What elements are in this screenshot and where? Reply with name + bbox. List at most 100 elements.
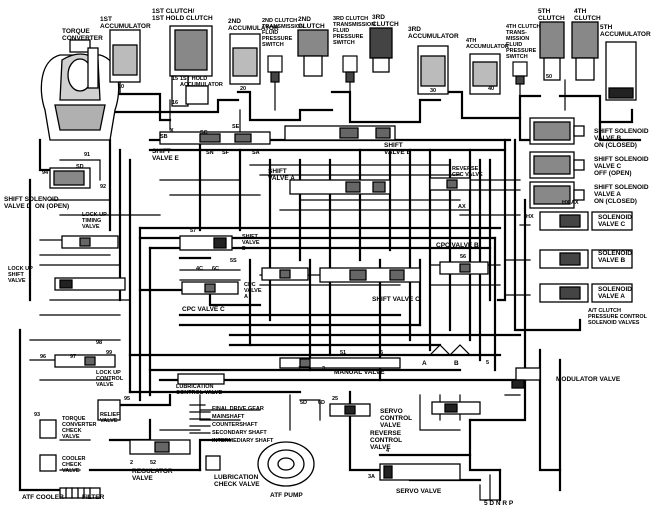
- accumulator-5th: [605, 41, 637, 101]
- label-acc-5th: 5TH ACCUMULATOR: [600, 24, 651, 38]
- port-51: 51: [340, 350, 347, 356]
- label-solenoid-b: SOLENOID VALVE B: [598, 250, 632, 264]
- label-lubrication-check: LUBRICATION CHECK VALVE: [214, 474, 260, 488]
- port-6d: 6D: [318, 400, 326, 406]
- port-92: 92: [100, 184, 107, 190]
- port-50: 50: [546, 74, 553, 80]
- port-57: 57: [190, 228, 197, 234]
- label-servo-control: SERVO CONTROL VALVE: [380, 408, 413, 429]
- atf-pump: [257, 441, 315, 487]
- label-secondary-shaft: SECONDARY SHAFT: [212, 430, 267, 436]
- port-sc: SC: [200, 130, 208, 136]
- label-sw-3rd: 3RD CLUTCH TRANSMISSION FLUID PRESSURE S…: [333, 16, 376, 46]
- label-shift-valve-e: SHIFT VALVE E: [152, 148, 179, 162]
- port-6c: 6C: [212, 266, 220, 272]
- label-reverse-control: REVERSE CONTROL VALVE: [370, 430, 403, 451]
- label-sw-2nd: 2ND CLUTCH TRANSMISSION FLUID PRESSURE S…: [262, 18, 305, 48]
- port-25: 25: [332, 396, 339, 402]
- shift-solenoid-d: [49, 167, 91, 189]
- lubrication-check-valve: [205, 455, 221, 471]
- label-clutch-3rd: 3RD CLUTCH: [372, 14, 399, 28]
- clutch-5th: [539, 21, 565, 81]
- port-1: 1: [298, 366, 302, 372]
- label-tc-check: TORQUE CONVERTER CHECK VALVE: [62, 416, 97, 440]
- port-15: 15: [172, 76, 179, 82]
- port-4c: 4C: [196, 266, 204, 272]
- port-sn: SN: [206, 150, 214, 156]
- selector-shaft: [479, 474, 501, 501]
- label-acc-3rd: 3RD ACCUMULATOR: [408, 26, 459, 40]
- port-99: 99: [106, 350, 113, 356]
- port-4: 4: [386, 448, 390, 454]
- label-lockup-shift: LOCK UP SHIFT VALVE: [8, 266, 33, 284]
- shift-solenoid-b: [529, 117, 585, 145]
- port-sf: SF: [222, 150, 230, 156]
- label-lubrication-control: LUBRICATION CONTROL VALVE: [176, 384, 223, 396]
- port-2: 2: [130, 460, 134, 466]
- port-5: 5: [486, 360, 490, 366]
- label-relief-valve: RELIEF VALVE: [100, 412, 120, 424]
- pc-solenoid-a: [539, 283, 633, 303]
- label-line-a: A: [422, 360, 427, 367]
- label-cpc-valve-a: CPC VALVE A: [244, 282, 262, 300]
- servo-control-valve: [431, 401, 481, 415]
- port-97: 97: [70, 354, 77, 360]
- port-56: 56: [460, 254, 467, 260]
- label-countershaft: COUNTERSHAFT: [212, 422, 258, 428]
- lubrication-control-valve: [177, 373, 225, 385]
- label-at-clutch-pcsv: A/T CLUTCH PRESSURE CONTROL SOLENOID VAL…: [588, 308, 647, 326]
- accumulator-1st: [109, 29, 141, 95]
- label-ssv-b: SHIFT SOLENOID VALVE B ON (CLOSED): [594, 128, 649, 149]
- accumulator-4th: [469, 53, 501, 95]
- cpc-valve-a: [261, 267, 309, 281]
- accumulator-3rd: [417, 45, 449, 95]
- port-sa: SA: [252, 150, 260, 156]
- label-clutch-2nd: 2ND CLUTCH: [298, 16, 325, 30]
- label-manual-positions: 5 D N R P: [484, 500, 514, 507]
- relief-valve: [97, 399, 121, 421]
- label-line-b: B: [454, 360, 459, 367]
- port-3: 3: [322, 366, 326, 372]
- main-fluid-lines: [18, 90, 642, 502]
- port-94: 94: [42, 170, 49, 176]
- label-final-drive-gear: FINAL DRIVE GEAR: [212, 406, 264, 412]
- pc-solenoid-b: [539, 249, 633, 269]
- port-91: 91: [84, 152, 91, 158]
- shift-valve-d: [179, 235, 233, 251]
- label-intermediary-shaft: INTERMEDIARY SHAFT: [212, 438, 274, 444]
- label-cpc-valve-c: CPC VALVE C: [182, 306, 225, 313]
- label-solenoid-c: SOLENOID VALVE C: [598, 214, 632, 228]
- label-lockup-control: LOCK UP CONTROL VALVE: [96, 370, 124, 388]
- label-clutch-5th: 5TH CLUTCH: [538, 8, 565, 22]
- port-16: 16: [172, 100, 179, 106]
- port-3a: 3A: [368, 474, 376, 480]
- label-ssv-a: SHIFT SOLENOID VALVE A ON (CLOSED): [594, 184, 649, 205]
- accumulator-2nd: [229, 33, 261, 85]
- shift-valve-c: [319, 267, 421, 283]
- clutch-4th: [571, 21, 599, 81]
- pressure-switch-3rd: [342, 55, 358, 83]
- label-shift-valve-d: SHIFT VALVE D: [242, 234, 260, 252]
- port-20: 20: [240, 86, 247, 92]
- label-lockup-timing: LOCK UP TIMING VALVE: [82, 212, 107, 230]
- port-se: SE: [232, 124, 240, 130]
- regulator-valve: [129, 439, 191, 455]
- label-reverse-cpc: REVERSE CPC VALVE: [452, 166, 483, 178]
- port-5s: 5S: [230, 258, 237, 264]
- shift-valve-a: [289, 179, 391, 195]
- torque-converter: [40, 39, 120, 141]
- label-shift-valve-b: SHIFT VALVE B: [384, 142, 412, 156]
- label-filter: FILTER: [82, 494, 105, 501]
- clutch-3rd: [369, 27, 393, 73]
- label-ssv-c: SHIFT SOLENOID VALVE C OFF (OPEN): [594, 156, 649, 177]
- accumulator-1st-hold: [185, 85, 209, 105]
- pressure-switch-2nd: [267, 55, 283, 83]
- filter: [59, 487, 101, 499]
- reverse-control-valve: [329, 403, 371, 417]
- lockup-shift-valve: [54, 277, 126, 291]
- shift-valve-b: [284, 125, 396, 141]
- label-clutch-1st-hold: 1ST CLUTCH/ 1ST HOLD CLUTCH: [152, 8, 213, 22]
- label-shift-valve-a: SHIFT VALVE A: [268, 168, 295, 182]
- label-atf-pump: ATF PUMP: [270, 492, 303, 499]
